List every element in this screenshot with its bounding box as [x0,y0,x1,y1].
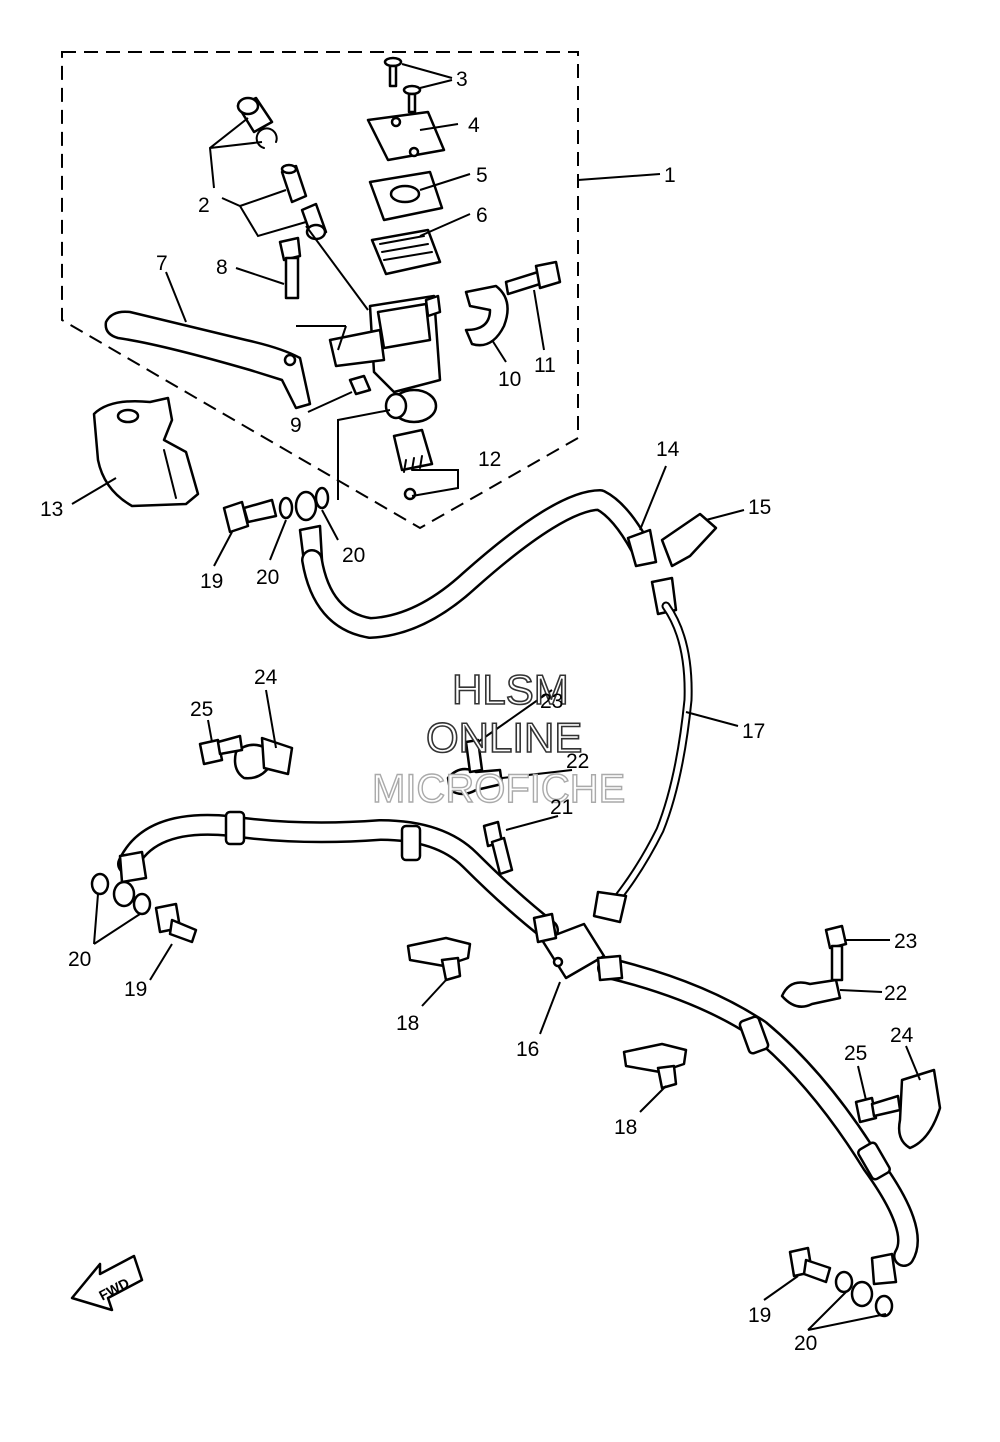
clamp-bolt-part-11 [504,260,562,296]
callout-10: 10 [498,368,521,391]
master-cylinder-assembly-boundary [61,51,579,530]
banjo-bolt-left-part-19 [154,902,198,944]
brake-switch-part-12 [392,428,434,501]
callout-5: 5 [476,164,488,187]
callout-3: 3 [456,68,468,91]
callout-15: 15 [748,496,771,519]
callout-13: 13 [40,498,63,521]
banjo-bolt-upper-part-19 [222,498,278,534]
callout-20-upper-a: 20 [256,566,279,589]
watermark-line-3: MICROFICHE [372,767,625,811]
callout-19-left: 19 [124,978,147,1001]
diaphragm-part-6 [370,228,442,276]
callout-7: 7 [156,252,168,275]
callout-8: 8 [216,256,228,279]
piston-kit-part-2 [236,96,328,241]
callout-6: 6 [476,204,488,227]
callout-20-right: 20 [794,1332,817,1355]
callout-23-right: 23 [894,930,917,953]
watermark-line-1: HLSM [452,666,569,713]
callout-1: 1 [664,164,676,187]
brake-pipe-part-17 [592,576,693,924]
callout-12: 12 [478,448,501,471]
callout-19-upper: 19 [200,570,223,593]
bolt-left-part-25 [198,734,244,766]
callout-23-center: 23 [540,690,563,713]
washers-left-part-20 [90,872,152,916]
bolt-right-part-23 [824,924,848,982]
callout-11: 11 [534,354,556,377]
callout-17: 17 [742,720,765,743]
watermark-line-2: ONLINE [426,714,582,761]
callout-20-left: 20 [68,948,91,971]
callout-4: 4 [468,114,480,137]
hose-fitting-14 [626,528,658,568]
hose-clamp-center-part-22 [446,738,504,796]
callout-22-right: 22 [884,982,907,1005]
nut-part-9 [348,374,372,396]
callout-16: 16 [516,1038,539,1061]
leader-lines [71,63,921,1331]
forward-direction-arrow: FWD [70,1254,144,1312]
hose-clip-right-part-18 [622,1042,688,1090]
brake-lever-part-7 [104,310,312,410]
bolt-right-part-25 [854,1094,902,1124]
brake-junction-part-16 [532,912,624,982]
reservoir-cap-part-4 [366,110,446,162]
hose-collars-left [224,810,422,862]
callout-14: 14 [656,438,680,461]
hose-collars-right [738,1015,891,1181]
pivot-bolt-part-8 [278,236,302,300]
watermark: HLSM ONLINE MICROFICHE [371,665,626,812]
washers-upper-part-20 [278,486,330,520]
screw-part-3 [383,56,422,114]
callout-21: 21 [550,796,573,819]
callout-2: 2 [198,194,210,217]
callout-9: 9 [290,414,302,437]
callout-labels: 1 2 3 4 5 6 7 8 9 10 11 12 13 14 15 16 1… [40,68,917,1355]
callout-24-right: 24 [890,1024,914,1047]
callout-25-left: 25 [190,698,213,721]
callout-18-left: 18 [396,1012,419,1035]
callout-25-right: 25 [844,1042,867,1065]
hose-bracket-left-part-24 [233,736,294,780]
diaphragm-plate-part-5 [368,170,444,222]
callout-19-right: 19 [748,1304,771,1327]
master-cylinder-cover-part-13 [92,396,200,508]
washers-right-part-20 [834,1270,894,1318]
callout-22-center: 22 [566,750,589,773]
hose-clamp-right-part-22 [780,978,842,1008]
hose-clip-left-part-18 [406,936,472,982]
master-cylinder-body [328,294,442,424]
hose-bracket-right-part-24 [897,1068,942,1150]
banjo-fitting-left [112,850,148,908]
callout-24-left: 24 [254,666,278,689]
clamp-part-10 [464,284,509,347]
banjo-bolt-right-part-19 [788,1246,832,1284]
callout-20-upper-b: 20 [342,544,365,567]
banjo-fitting-right [850,1252,898,1308]
hose-clip-part-15 [660,512,718,568]
callout-18-right: 18 [614,1116,637,1139]
bolt-part-21 [482,820,514,876]
